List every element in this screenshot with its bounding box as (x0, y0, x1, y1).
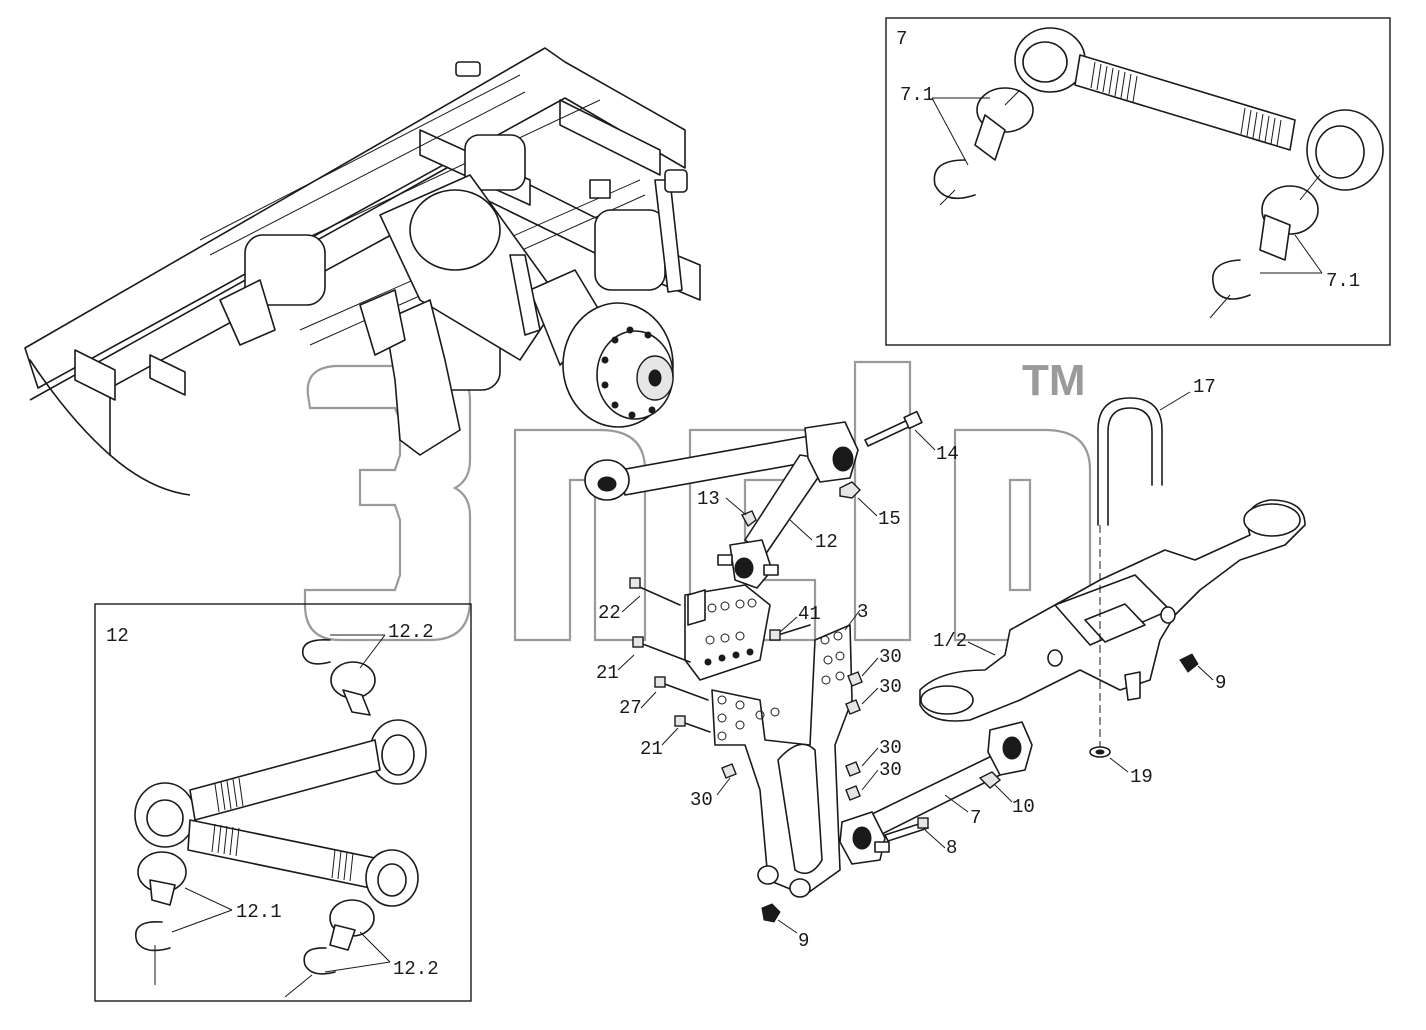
spring-seat-part-1-2 (919, 499, 1306, 722)
bolt-21-lower (674, 715, 711, 733)
detail-12-v-rod (134, 719, 427, 907)
callout-21-lower: 21 (640, 738, 663, 760)
bolt-27 (654, 676, 709, 701)
nuts-30 (721, 671, 863, 801)
nut-9-upper (1179, 653, 1199, 673)
callout-21-upper: 21 (596, 662, 619, 684)
detail-12-bushing-left (137, 851, 187, 906)
leader-lines (617, 391, 1214, 934)
callout-14: 14 (936, 443, 959, 465)
bolt-21-upper (632, 636, 691, 663)
callout-30-b: 30 (879, 676, 902, 698)
svg-text:12.2: 12.2 (388, 621, 434, 643)
callout-labels: 17 14 15 13 12 22 41 3 1/2 21 30 30 9 27… (596, 376, 1226, 952)
callout-19: 19 (1130, 766, 1153, 788)
chassis-frame-assembly (24, 47, 701, 496)
detail-box-7: 7 (885, 17, 1391, 346)
detail-7-retaining-ring-upper (933, 159, 976, 206)
callout-41: 41 (798, 603, 821, 625)
u-bolt-part-17 (1097, 397, 1163, 755)
callout-15: 15 (878, 508, 901, 530)
detail-12-label: 12 (106, 625, 129, 647)
callout-22: 22 (598, 602, 621, 624)
torque-rod-part-7 (839, 721, 1033, 865)
callout-12: 12 (815, 531, 838, 553)
nut-19 (1089, 746, 1111, 758)
detail-7-retaining-ring-lower (1209, 259, 1251, 319)
nut-9-lower (761, 903, 781, 923)
detail-7-callout-top: 7.1 (900, 84, 990, 166)
svg-text:12.2: 12.2 (393, 958, 439, 980)
callout-10: 10 (1012, 796, 1035, 818)
svg-text:7.1: 7.1 (900, 84, 934, 106)
callout-3: 3 (857, 601, 868, 623)
detail-7-label: 7 (896, 28, 907, 50)
bolt-8 (884, 817, 929, 842)
mounting-plate (684, 584, 771, 681)
callout-8: 8 (946, 837, 957, 859)
callout-17: 17 (1193, 376, 1216, 398)
hanger-bracket-part-3 (711, 624, 853, 898)
nut-10 (978, 771, 1002, 789)
detail-12-callout-middle: 12.1 (171, 887, 282, 933)
detail-7-torque-rod (1014, 27, 1384, 191)
nut-15 (839, 481, 861, 499)
detail-7-bushing-lower (1259, 174, 1321, 261)
callout-7: 7 (970, 807, 981, 829)
callout-30-e: 30 (690, 789, 713, 811)
detail-7-callout-bottom: 7.1 (1260, 234, 1360, 292)
watermark-tm: TM (1022, 356, 1086, 405)
detail-7-bushing-upper (974, 87, 1034, 161)
callout-13: 13 (697, 488, 720, 510)
svg-text:12.1: 12.1 (236, 901, 282, 923)
detail-12-callout-bottom: 12.2 (324, 931, 439, 980)
detail-box-12: 12 (94, 603, 472, 1002)
detail-12-bushing-top (330, 661, 376, 716)
callout-9-upper: 9 (1215, 672, 1226, 694)
bolt-22 (629, 577, 681, 606)
detail-12-bushing-right (329, 899, 375, 951)
callout-9-lower: 9 (798, 930, 809, 952)
bolt-14 (864, 410, 923, 447)
bolt-41 (769, 624, 811, 641)
callout-30-d: 30 (879, 759, 902, 781)
detail-12-callout-top: 12.2 (330, 621, 434, 669)
callout-27: 27 (619, 697, 642, 719)
callout-30-a: 30 (879, 646, 902, 668)
callout-1-2: 1/2 (933, 630, 967, 652)
callout-30-c: 30 (879, 737, 902, 759)
v-rod-part-12 (584, 421, 859, 589)
svg-text:7.1: 7.1 (1326, 270, 1360, 292)
detail-12-retaining-rings (135, 638, 336, 998)
